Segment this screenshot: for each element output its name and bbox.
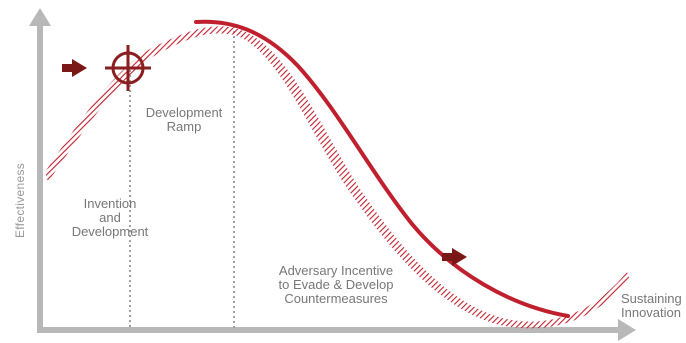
label-sustaining-line-2: Innovation	[621, 305, 681, 320]
crosshair-target-icon	[105, 45, 151, 91]
label-invention-line-3: Development	[71, 224, 149, 239]
label-adversary-line-3: Countermeasures	[284, 291, 388, 306]
label-ramp-line-1: Development	[145, 105, 223, 120]
label-adversary-line-1: Adversary Incentive	[278, 263, 394, 278]
x-axis-arrowhead	[618, 319, 636, 341]
label-invention-development: Invention and Development	[60, 197, 160, 239]
label-development-ramp: Development Ramp	[134, 106, 234, 134]
label-adversary-line-2: to Evade & Develop	[278, 277, 394, 292]
label-invention-line-1: Invention	[83, 196, 137, 211]
solid-curve	[194, 19, 570, 318]
dotted-guides	[129, 26, 235, 328]
y-axis-arrowhead	[29, 8, 51, 26]
arrow-right-icon	[442, 248, 467, 266]
label-adversary-incentive: Adversary Incentive to Evade & Develop C…	[256, 264, 416, 306]
label-sustaining-line-1: Sustaining	[621, 292, 682, 306]
label-sustaining-innovation: Sustaining Innovation	[621, 292, 686, 320]
label-invention-line-2: and	[99, 210, 121, 225]
arrow-right-icon	[62, 59, 87, 77]
axes	[29, 8, 636, 341]
label-ramp-line-2: Ramp	[166, 119, 202, 134]
